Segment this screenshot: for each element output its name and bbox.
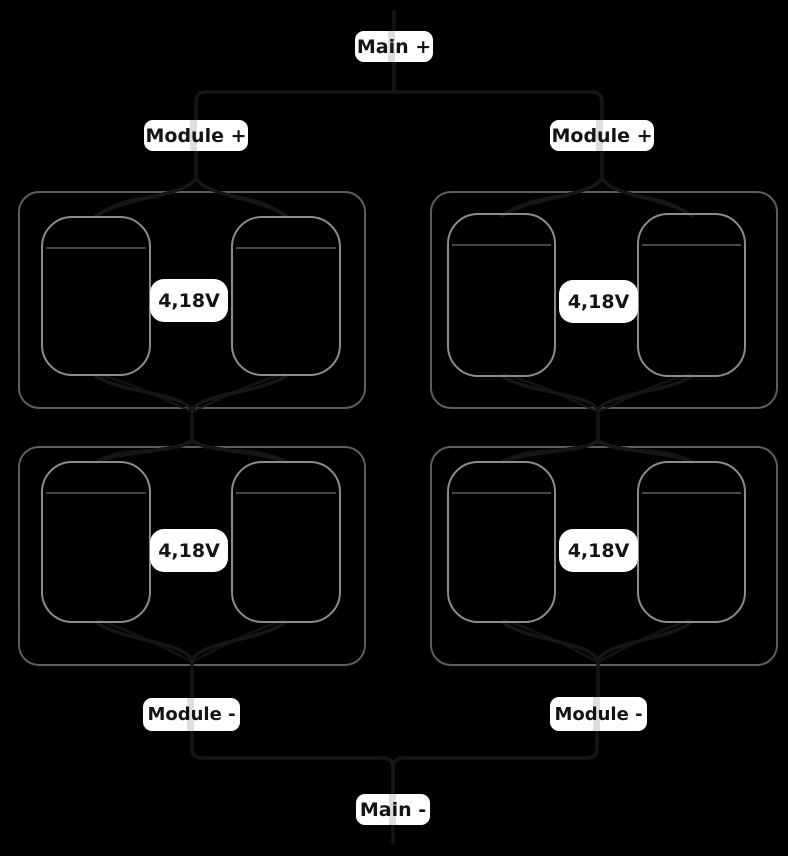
label-text: 4,18V [567,290,630,313]
busbar-fan-wire-sketch [502,618,600,664]
battery-cell [447,461,556,623]
busbar-fan-wire-sketch [502,372,600,414]
busbar-fan-wire-sketch [502,440,600,462]
label-text: Main - [359,798,427,821]
parallel-group-box [430,446,778,666]
busbar-fan-wire-sketch [596,372,692,414]
label-module-minus-right: Module - [550,697,647,731]
busbar-fan-wire-sketch [96,372,194,414]
label-text: 4,18V [158,539,220,562]
busbar-fan-wire-sketch [190,618,286,664]
label-text: Module + [551,124,653,147]
wire-strip [389,794,396,825]
busbar-fan-wire-sketch [596,618,692,664]
wire-strip [593,697,600,731]
label-text: 4,18V [567,539,630,562]
wire [391,729,599,796]
wire-strip [187,698,194,731]
busbar-fan-wire-sketch [600,178,692,216]
label-voltage-bottom-left: 4,18V [150,529,228,572]
label-main-plus: Main + [355,31,433,62]
busbar-fan-wire-sketch [96,618,194,664]
label-text: Module - [554,703,643,725]
wire [194,90,604,122]
label-module-plus-left: Module + [144,120,248,151]
label-voltage-top-right: 4,18V [559,280,638,323]
label-module-minus-left: Module - [143,698,240,731]
busbar-fan-wire-sketch [190,440,286,462]
wire [190,729,395,796]
battery-cell [231,461,341,623]
battery-cell [41,216,151,376]
label-module-plus-right: Module + [550,120,654,151]
wire-strip [388,31,395,62]
busbar-fan-wire-sketch [596,440,692,462]
busbar-fan-wire-sketch [194,178,286,216]
label-text: Main + [356,35,432,58]
label-text: 4,18V [158,289,220,312]
busbar-fan-wire-sketch [96,178,198,216]
label-text: Module - [147,704,236,725]
battery-cell [637,213,746,377]
wire-strip [190,120,197,151]
battery-cell [41,461,151,623]
label-text: Module + [145,124,247,147]
label-voltage-bottom-right: 4,18V [559,529,638,572]
wire-strip [596,120,603,151]
busbar-fan-wire-sketch [96,440,194,462]
battery-cell [447,213,556,377]
busbar-fan-wire-sketch [190,372,286,414]
label-main-minus: Main - [356,794,430,825]
busbar-fan-wire-sketch [502,178,604,216]
label-voltage-top-left: 4,18V [150,279,228,322]
battery-cell [231,216,341,376]
battery-cell [637,461,746,623]
